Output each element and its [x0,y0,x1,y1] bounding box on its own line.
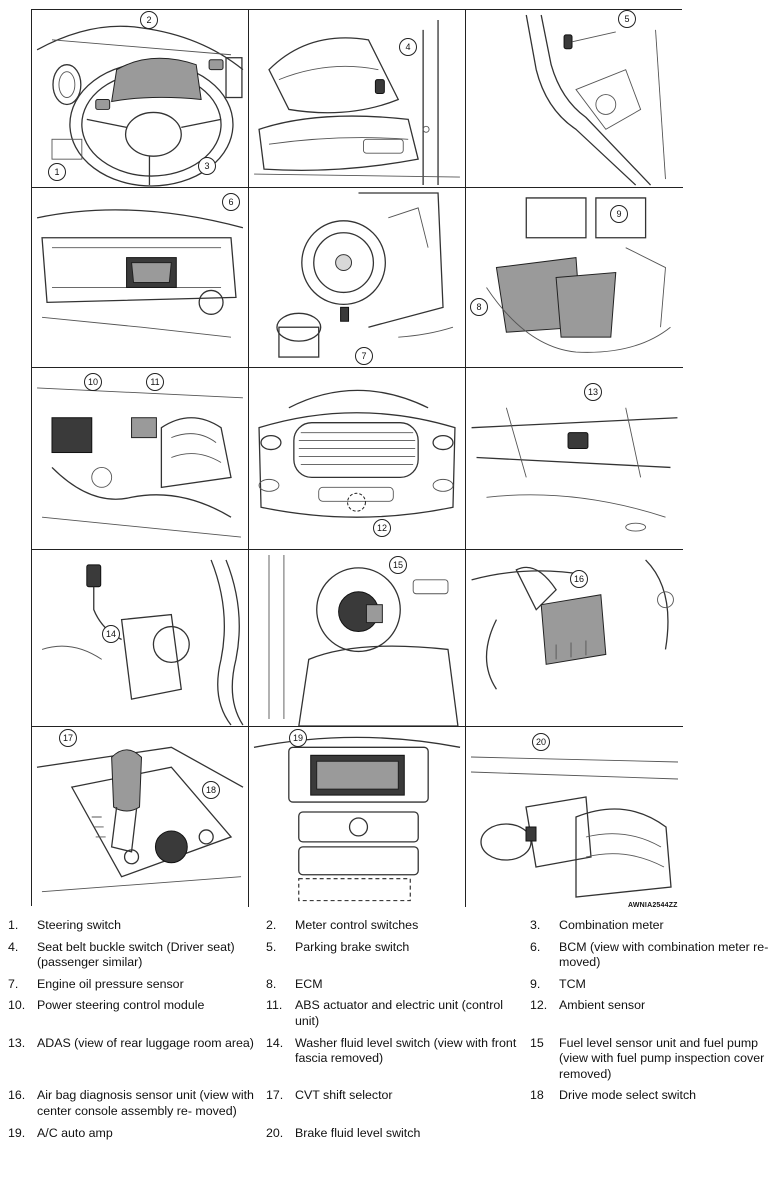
legend-item-5: 5.Parking brake switch [266,939,410,954]
callout-11: 11 [146,373,164,391]
callout-7: 7 [355,347,373,365]
engine-bay-drawing [37,387,243,538]
legend-item-4: 4.Seat belt buckle switch (Driver seat) … [8,939,235,970]
legend-item-9: 9.TCM [530,976,586,991]
legend-item-13: 13.ADAS (view of rear luggage room area) [8,1035,254,1050]
legend-item-19: 19.A/C auto amp [8,1125,113,1140]
callout-5: 5 [618,10,636,28]
callout-1: 1 [48,163,66,181]
callout-12: 12 [373,519,391,537]
steering-wheel-drawing [36,25,244,187]
callout-4: 4 [399,38,417,56]
panel-front-fascia: 12 [249,368,466,550]
legend: 1.Steering switch 2.Meter control switch… [8,918,780,1147]
callout-3: 3 [198,157,216,175]
bcm-drawing [36,209,244,338]
panel-shift-selector: 17 18 [32,727,249,907]
ecm-tcm-drawing [486,197,671,353]
callout-10: 10 [84,373,102,391]
panel-ecm-tcm: 9 8 [466,188,683,368]
illustration-grid: 1 2 3 4 5 [31,9,683,907]
legend-item-14: 14.Washer fluid level switch (view with … [266,1035,517,1066]
panel-center-console: 19 [249,727,466,907]
panel-luggage-room: 13 [466,368,683,550]
callout-14: 14 [102,625,120,643]
legend-item-2: 2.Meter control switches [266,918,419,932]
legend-item-20: 20.Brake fluid level switch [266,1125,421,1140]
center-console-drawing [253,736,461,902]
legend-item-3: 3.Combination meter [530,918,664,932]
callout-9: 9 [610,205,628,223]
panel-bcm: 6 [32,188,249,368]
panel-fuel-pump: 15 [249,550,466,727]
legend-item-17: 17.CVT shift selector [266,1088,393,1103]
callout-6: 6 [222,193,240,211]
callout-17: 17 [59,729,77,747]
panel-engine-oil: 7 [249,188,466,368]
callout-19: 19 [289,729,307,747]
engine-oil-drawing [276,192,454,358]
panel-brake-fluid: 20 [466,727,683,907]
panel-engine-bay: 10 11 [32,368,249,550]
callout-16: 16 [570,570,588,588]
callout-8: 8 [470,298,488,316]
callout-18: 18 [202,781,220,799]
legend-item-10: 10.Power steering control module [8,998,205,1013]
legend-item-11: 11.ABS actuator and electric unit (contr… [266,998,503,1028]
figure-code: AWNIA2544ZZ [628,902,678,909]
legend-item-7: 7.Engine oil pressure sensor [8,976,184,991]
panel-driver-seat: 4 [249,10,466,188]
panel-washer-fluid: 14 [32,550,249,727]
legend-item-8: 8.ECM [266,976,323,991]
panel-steering-wheel: 1 2 3 [32,10,249,188]
fuel-pump-drawing [268,554,459,726]
legend-item-12: 12.Ambient sensor [530,998,646,1013]
shift-selector-drawing [36,746,244,893]
legend-item-16: 16.Air bag diagnosis sensor unit (view w… [8,1088,254,1118]
legend-item-1: 1.Steering switch [8,918,122,932]
callout-20: 20 [532,733,550,751]
parking-brake-drawing [525,14,666,186]
callout-15: 15 [389,556,407,574]
legend-item-6: 6.BCM (view with combination meter re- m… [530,939,769,970]
washer-fluid-drawing [41,559,244,726]
front-fascia-drawing [258,389,456,518]
driver-seat-drawing [254,19,460,186]
brake-fluid-drawing [470,756,679,898]
luggage-room-drawing [471,407,678,532]
callout-2: 2 [140,11,158,29]
panel-parking-brake: 5 [466,10,683,188]
panel-airbag-unit: 16 [466,550,683,727]
callout-13: 13 [584,383,602,401]
